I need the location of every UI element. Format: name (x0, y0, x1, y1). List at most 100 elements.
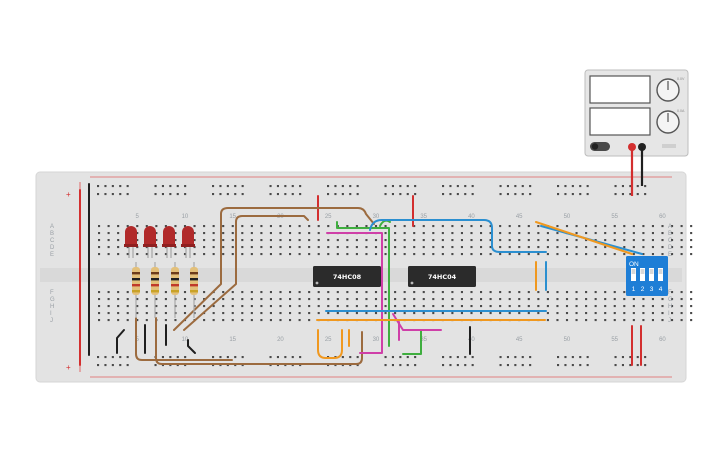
rail-hole (529, 193, 532, 196)
hole (499, 305, 502, 308)
hole (394, 232, 397, 235)
hole (661, 232, 664, 235)
hole (117, 319, 120, 322)
hole (680, 225, 683, 228)
hole (365, 298, 368, 301)
hole (556, 298, 559, 301)
rail-hole (442, 185, 445, 188)
hole (374, 225, 378, 228)
rail-hole (571, 185, 574, 188)
rail-hole (226, 356, 229, 359)
power-supply[interactable]: 0.0V 0.0A (584, 69, 689, 157)
hole (126, 253, 129, 256)
dip-switch-slot[interactable] (658, 268, 663, 281)
resistor[interactable] (151, 262, 159, 318)
column-number-bottom: 45 (516, 337, 523, 343)
resistor-band (171, 272, 179, 275)
hole (451, 298, 454, 301)
wire-green-1[interactable] (336, 221, 390, 347)
chip-74hc04-pin1-dot (410, 281, 414, 285)
hole (260, 232, 263, 235)
resistor[interactable] (190, 262, 198, 318)
chip-74hc04-body (408, 266, 476, 287)
hole (690, 246, 693, 249)
resistor[interactable] (132, 262, 140, 318)
rail-hole (406, 364, 409, 367)
hole (441, 232, 444, 235)
led-rim (143, 244, 157, 247)
column-number-bottom: 15 (229, 337, 236, 343)
hole (145, 253, 148, 256)
hole (594, 298, 597, 301)
wire-green-3[interactable] (402, 329, 422, 355)
hole (671, 232, 674, 235)
led[interactable] (143, 226, 157, 258)
dip-switch-slot[interactable] (649, 268, 654, 281)
dip-switch-slot[interactable] (631, 268, 636, 281)
column-number-top: 10 (182, 214, 189, 220)
rail-hole (276, 364, 279, 367)
hole (107, 305, 110, 308)
rail-hole (521, 193, 524, 196)
hole (441, 305, 444, 308)
hole (365, 305, 368, 308)
wire-brown-2[interactable] (183, 215, 309, 331)
hole (107, 312, 110, 315)
led[interactable] (181, 226, 195, 258)
hole (565, 291, 569, 294)
wire-black-led-4[interactable] (187, 339, 196, 354)
dip-switch-slot[interactable] (640, 268, 645, 281)
hole (374, 253, 378, 256)
rail-hole (456, 356, 459, 359)
rail-hole (234, 185, 237, 188)
wire-blue-1[interactable] (369, 219, 547, 253)
chip-74hc04-label: 74HC04 (428, 273, 457, 281)
hole (145, 246, 148, 249)
hole (298, 246, 301, 249)
wire-brown-1[interactable] (173, 207, 375, 331)
hole (183, 298, 187, 301)
hole (403, 225, 406, 228)
led[interactable] (162, 226, 176, 258)
hole (260, 291, 263, 294)
hole (441, 246, 444, 249)
hole (470, 305, 473, 308)
hole (346, 312, 349, 315)
rail-hole (97, 185, 100, 188)
wire-magenta-1[interactable] (326, 232, 383, 354)
hole (126, 225, 129, 228)
hole (518, 246, 521, 249)
hole (690, 312, 693, 315)
hole (546, 312, 549, 315)
hole (451, 232, 454, 235)
wire-black-led-1[interactable] (116, 329, 125, 354)
hole (460, 298, 463, 301)
resistor[interactable] (171, 262, 179, 318)
wire-brown-4[interactable] (155, 317, 363, 365)
dip-switch-number: 2 (641, 286, 645, 293)
hole (565, 246, 569, 249)
rail-hole (212, 364, 215, 367)
led[interactable] (124, 226, 138, 258)
rail-hole (356, 185, 359, 188)
hole (470, 291, 473, 294)
hole (422, 225, 425, 228)
wire-orange-1[interactable] (535, 221, 633, 255)
rail-hole (442, 364, 445, 367)
rail-hole (226, 364, 229, 367)
hole (289, 291, 292, 294)
wire-orange-loop-1[interactable] (317, 329, 343, 359)
hole (565, 239, 569, 242)
hole (575, 246, 578, 249)
wire-brown-3[interactable] (135, 317, 233, 361)
resistor-band (171, 284, 179, 287)
hole (222, 305, 225, 308)
hole (269, 253, 272, 256)
hole (336, 305, 339, 308)
chip-74hc08[interactable]: 74HC08 (313, 266, 381, 287)
hole (250, 232, 253, 235)
column-number-top: 35 (420, 214, 427, 220)
chip-74hc04[interactable]: 74HC04 (408, 266, 476, 287)
